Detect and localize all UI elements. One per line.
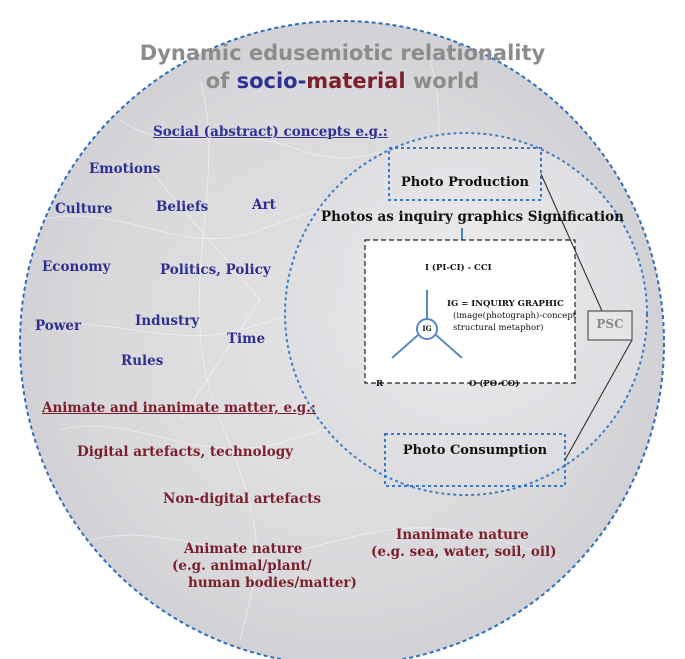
matter-header: Animate and inanimate matter, e.g.: — [42, 400, 316, 416]
photo-consumption-label: Photo Consumption — [402, 443, 548, 458]
concept-power: Power — [35, 318, 82, 334]
concept-industry: Industry — [135, 313, 200, 329]
concept-politics: Politics, Policy — [160, 262, 271, 278]
ig-definition-2: (image(photograph)-concept — [453, 311, 577, 321]
ig-top-label: I (PI-CI) - CCI — [425, 263, 492, 273]
matter-animate-title: Animate nature — [184, 541, 303, 557]
ig-definition: IG = INQUIRY GRAPHIC — [447, 299, 564, 309]
ig-r-label: R — [376, 379, 384, 389]
concept-beliefs: Beliefs — [156, 199, 209, 215]
matter-animate-line3: human bodies/matter) — [188, 575, 357, 591]
title-world: world — [405, 69, 480, 93]
title-material: material — [306, 69, 406, 93]
title-of: of — [205, 69, 237, 93]
ig-o-label: O (PO-CO) — [469, 379, 520, 389]
social-concepts-header: Social (abstract) concepts e.g.: — [153, 124, 388, 140]
matter-animate-line2: (e.g. animal/plant/ — [172, 558, 312, 574]
concept-time: Time — [227, 331, 266, 347]
ig-box — [364, 239, 576, 384]
matter-inanimate-title: Inanimate nature — [396, 527, 529, 543]
title-line-1: Dynamic edusemiotic relationality — [139, 41, 546, 65]
matter-non-digital: Non-digital artefacts — [163, 491, 322, 507]
ig-node — [416, 318, 438, 340]
ig-definition-3: structural metaphor) — [453, 323, 544, 333]
concept-art: Art — [252, 197, 276, 213]
concept-emotions: Emotions — [89, 161, 161, 177]
matter-inanimate-line2: (e.g. sea, water, soil, oil) — [371, 544, 557, 560]
psc-box — [587, 310, 633, 341]
concept-economy: Economy — [42, 259, 111, 275]
ig-node-label: IG — [422, 324, 432, 333]
title-socio: socio- — [236, 69, 307, 93]
photo-production-label: Photo Production — [401, 175, 529, 190]
psc-label: PSC — [596, 317, 624, 331]
matter-digital: Digital artefacts, technology — [77, 444, 294, 460]
concept-rules: Rules — [121, 353, 164, 369]
title-line-2: of socio-material world — [0, 67, 685, 95]
concept-culture: Culture — [55, 201, 113, 217]
photo-signification-label: Photos as inquiry graphics Signification — [321, 209, 624, 225]
